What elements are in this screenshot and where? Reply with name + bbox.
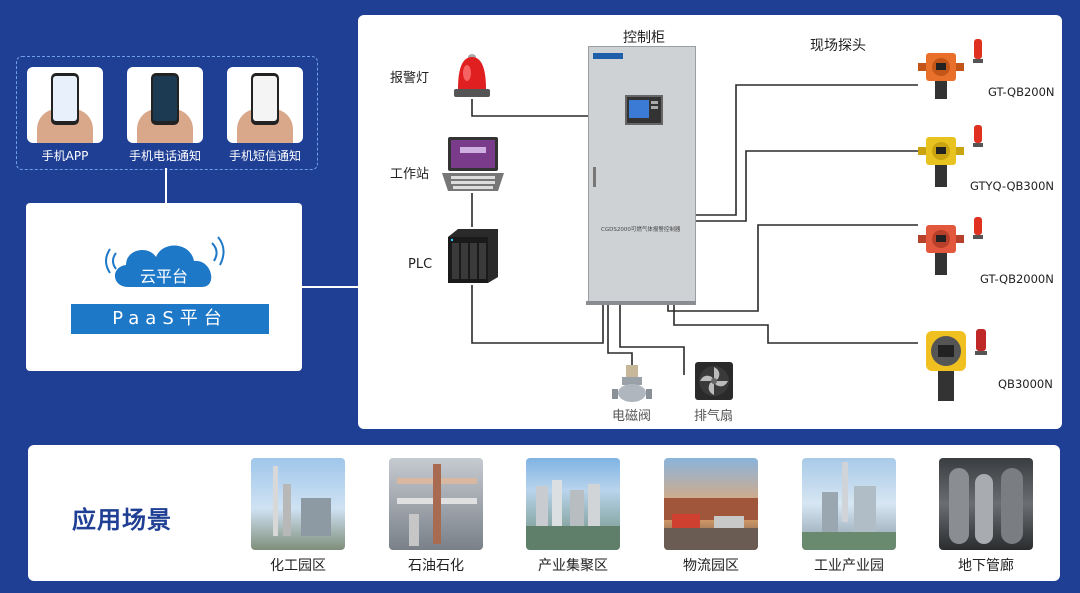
field-probe-label: 现场探头 bbox=[810, 38, 866, 54]
detector-gtyq-qb300n-label: GTYQ-QB300N bbox=[970, 179, 1054, 193]
exhaust-fan-label: 排气扇 bbox=[694, 409, 734, 424]
cloud-platform-box: 云平台 PaaS平台 bbox=[26, 203, 302, 371]
scenario-label-industrial-park: 工业产业园 bbox=[814, 558, 884, 574]
logistics-park-photo bbox=[664, 458, 758, 550]
detector-gt-qb2000n-label: GT-QB2000N bbox=[980, 272, 1054, 286]
detector-gt-qb2000n-icon bbox=[918, 217, 983, 275]
plc-icon bbox=[448, 229, 498, 283]
detector-qb3000n-icon bbox=[926, 329, 987, 401]
paas-bar: PaaS平台 bbox=[71, 304, 269, 334]
control-cabinet: CGDS2000可燃气体报警控制器 bbox=[588, 46, 696, 304]
mobile-call-label: 手机电话通知 bbox=[128, 149, 201, 163]
scenario-panel: 应用场景 化工园区 石油石化 产业集聚区 物流园区 工业产业园 bbox=[28, 445, 1060, 581]
chemical-park-photo bbox=[251, 458, 345, 550]
scenario-label-cluster: 产业集聚区 bbox=[538, 558, 608, 574]
cloud-icon bbox=[105, 236, 225, 287]
system-diagram-panel: 报警灯 工作站 PLC 控制柜 CGDS2000可燃气体报警控制器 bbox=[358, 15, 1062, 429]
mobile-app-label: 手机APP bbox=[41, 149, 89, 163]
phone-sms-image bbox=[227, 67, 303, 143]
phone-app-image bbox=[27, 67, 103, 143]
mobile-cloud-connector bbox=[165, 168, 167, 203]
cabinet-logo bbox=[593, 53, 623, 59]
cabinet-display bbox=[625, 95, 663, 125]
cloud-system-connector bbox=[302, 286, 358, 288]
alarm-light-icon bbox=[454, 54, 490, 97]
scenario-label-petrochemical: 石油石化 bbox=[408, 558, 464, 574]
scenario-label-logistics: 物流园区 bbox=[683, 558, 739, 574]
plc-label: PLC bbox=[408, 257, 433, 272]
phone-call-image bbox=[127, 67, 203, 143]
cabinet-label: 控制柜 bbox=[623, 30, 665, 46]
mobile-notification-group: 手机APP 手机电话通知 手机短信通知 bbox=[16, 56, 318, 170]
industrial-cluster-photo bbox=[526, 458, 620, 550]
utility-tunnel-photo bbox=[939, 458, 1033, 550]
alarm-light-label: 报警灯 bbox=[390, 71, 430, 86]
detector-gt-qb200n-label: GT-QB200N bbox=[988, 85, 1055, 99]
scenario-label-tunnel: 地下管廊 bbox=[958, 558, 1014, 574]
exhaust-fan-icon bbox=[695, 362, 733, 400]
detector-gtyq-qb300n-icon bbox=[918, 125, 983, 187]
solenoid-valve-label: 电磁阀 bbox=[612, 409, 652, 424]
detector-gt-qb200n-icon bbox=[918, 39, 983, 99]
industrial-park-photo bbox=[802, 458, 896, 550]
cloud-label: 云平台 bbox=[139, 267, 188, 286]
mobile-sms-label: 手机短信通知 bbox=[228, 149, 301, 163]
cabinet-base bbox=[586, 301, 696, 305]
wiring-lines bbox=[471, 84, 918, 387]
detector-qb3000n-label: QB3000N bbox=[998, 377, 1053, 391]
solenoid-valve-icon bbox=[612, 365, 652, 402]
cabinet-handle bbox=[593, 167, 596, 187]
petrochemical-photo bbox=[389, 458, 483, 550]
scenario-label-chemical: 化工园区 bbox=[270, 558, 326, 574]
scenario-title: 应用场景 bbox=[72, 506, 172, 534]
cabinet-plate: CGDS2000可燃气体报警控制器 bbox=[601, 227, 681, 233]
workstation-label: 工作站 bbox=[390, 167, 430, 182]
workstation-icon bbox=[442, 137, 504, 191]
